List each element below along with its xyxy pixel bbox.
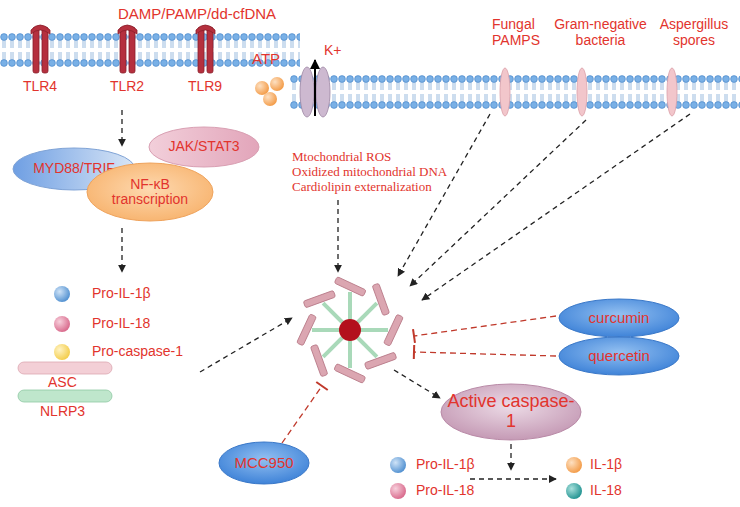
stimulus-label: Cardiolipin externalization [292, 180, 512, 195]
ellipse-shape [441, 384, 581, 440]
molecule-label: ASC [48, 374, 108, 390]
nlrp3-inflammasome [297, 277, 404, 384]
stimulus-label: ATP [252, 50, 292, 67]
node-text: Active caspase-1 [440, 383, 582, 441]
stimulus-label: Oxidized mitochondrial DNA [292, 165, 512, 180]
enzyme-ellipse: Active caspase-1 [440, 383, 582, 441]
atp-molecules [255, 77, 284, 106]
molecule-label: Pro-IL-18 [416, 482, 516, 498]
node-text: quercetin [558, 336, 680, 376]
inhibitor-ellipse: curcumin [558, 298, 680, 338]
tlr-receptor [31, 25, 215, 73]
molecule-label: IL-18 [590, 482, 680, 498]
potassium-channel [300, 60, 330, 117]
activation-arrow [122, 110, 690, 479]
ellipse-shape [87, 163, 213, 221]
inhibitor-ellipse: quercetin [558, 336, 680, 376]
stimulus-label: Mtochondrial ROS [292, 150, 512, 165]
node-text: MCC950 [218, 441, 310, 485]
node-text: curcumin [558, 298, 680, 338]
pathway-ellipse: JAK/STAT3 [148, 126, 260, 168]
stimulus-label: DAMP/PAMP/dd-cfDNA [118, 5, 328, 22]
ellipse-shape [559, 337, 679, 375]
receptor-label: TLR2 [102, 78, 152, 94]
node-text: NF-κB transcription [86, 162, 214, 222]
molecule-label: Pro-caspase-1 [92, 343, 212, 359]
molecule-symbol [18, 286, 582, 499]
ion-label: K+ [324, 42, 354, 58]
stimulus-label: Gram-negative bacteria [548, 16, 653, 48]
molecule-label: IL-1β [590, 456, 680, 472]
molecule-label: Pro-IL-1β [416, 456, 516, 472]
stimulus-label: Fungal PAMPS [492, 16, 552, 48]
ellipse-shape [559, 299, 679, 337]
stimulus-label: Aspergillus spores [650, 16, 738, 48]
transcription-ellipse: NF-κB transcription [86, 162, 214, 222]
molecule-label: Pro-IL-1β [92, 285, 202, 301]
ellipse-shape [149, 127, 259, 167]
receptor-label: TLR4 [15, 78, 65, 94]
molecule-label: NLRP3 [40, 403, 110, 419]
molecule-label: Pro-IL-18 [92, 315, 202, 331]
membrane-receptor [500, 68, 677, 116]
inhibitor-ellipse: MCC950 [218, 441, 310, 485]
receptor-label: TLR9 [180, 78, 230, 94]
ellipse-shape [219, 442, 309, 484]
node-text: JAK/STAT3 [148, 126, 260, 168]
